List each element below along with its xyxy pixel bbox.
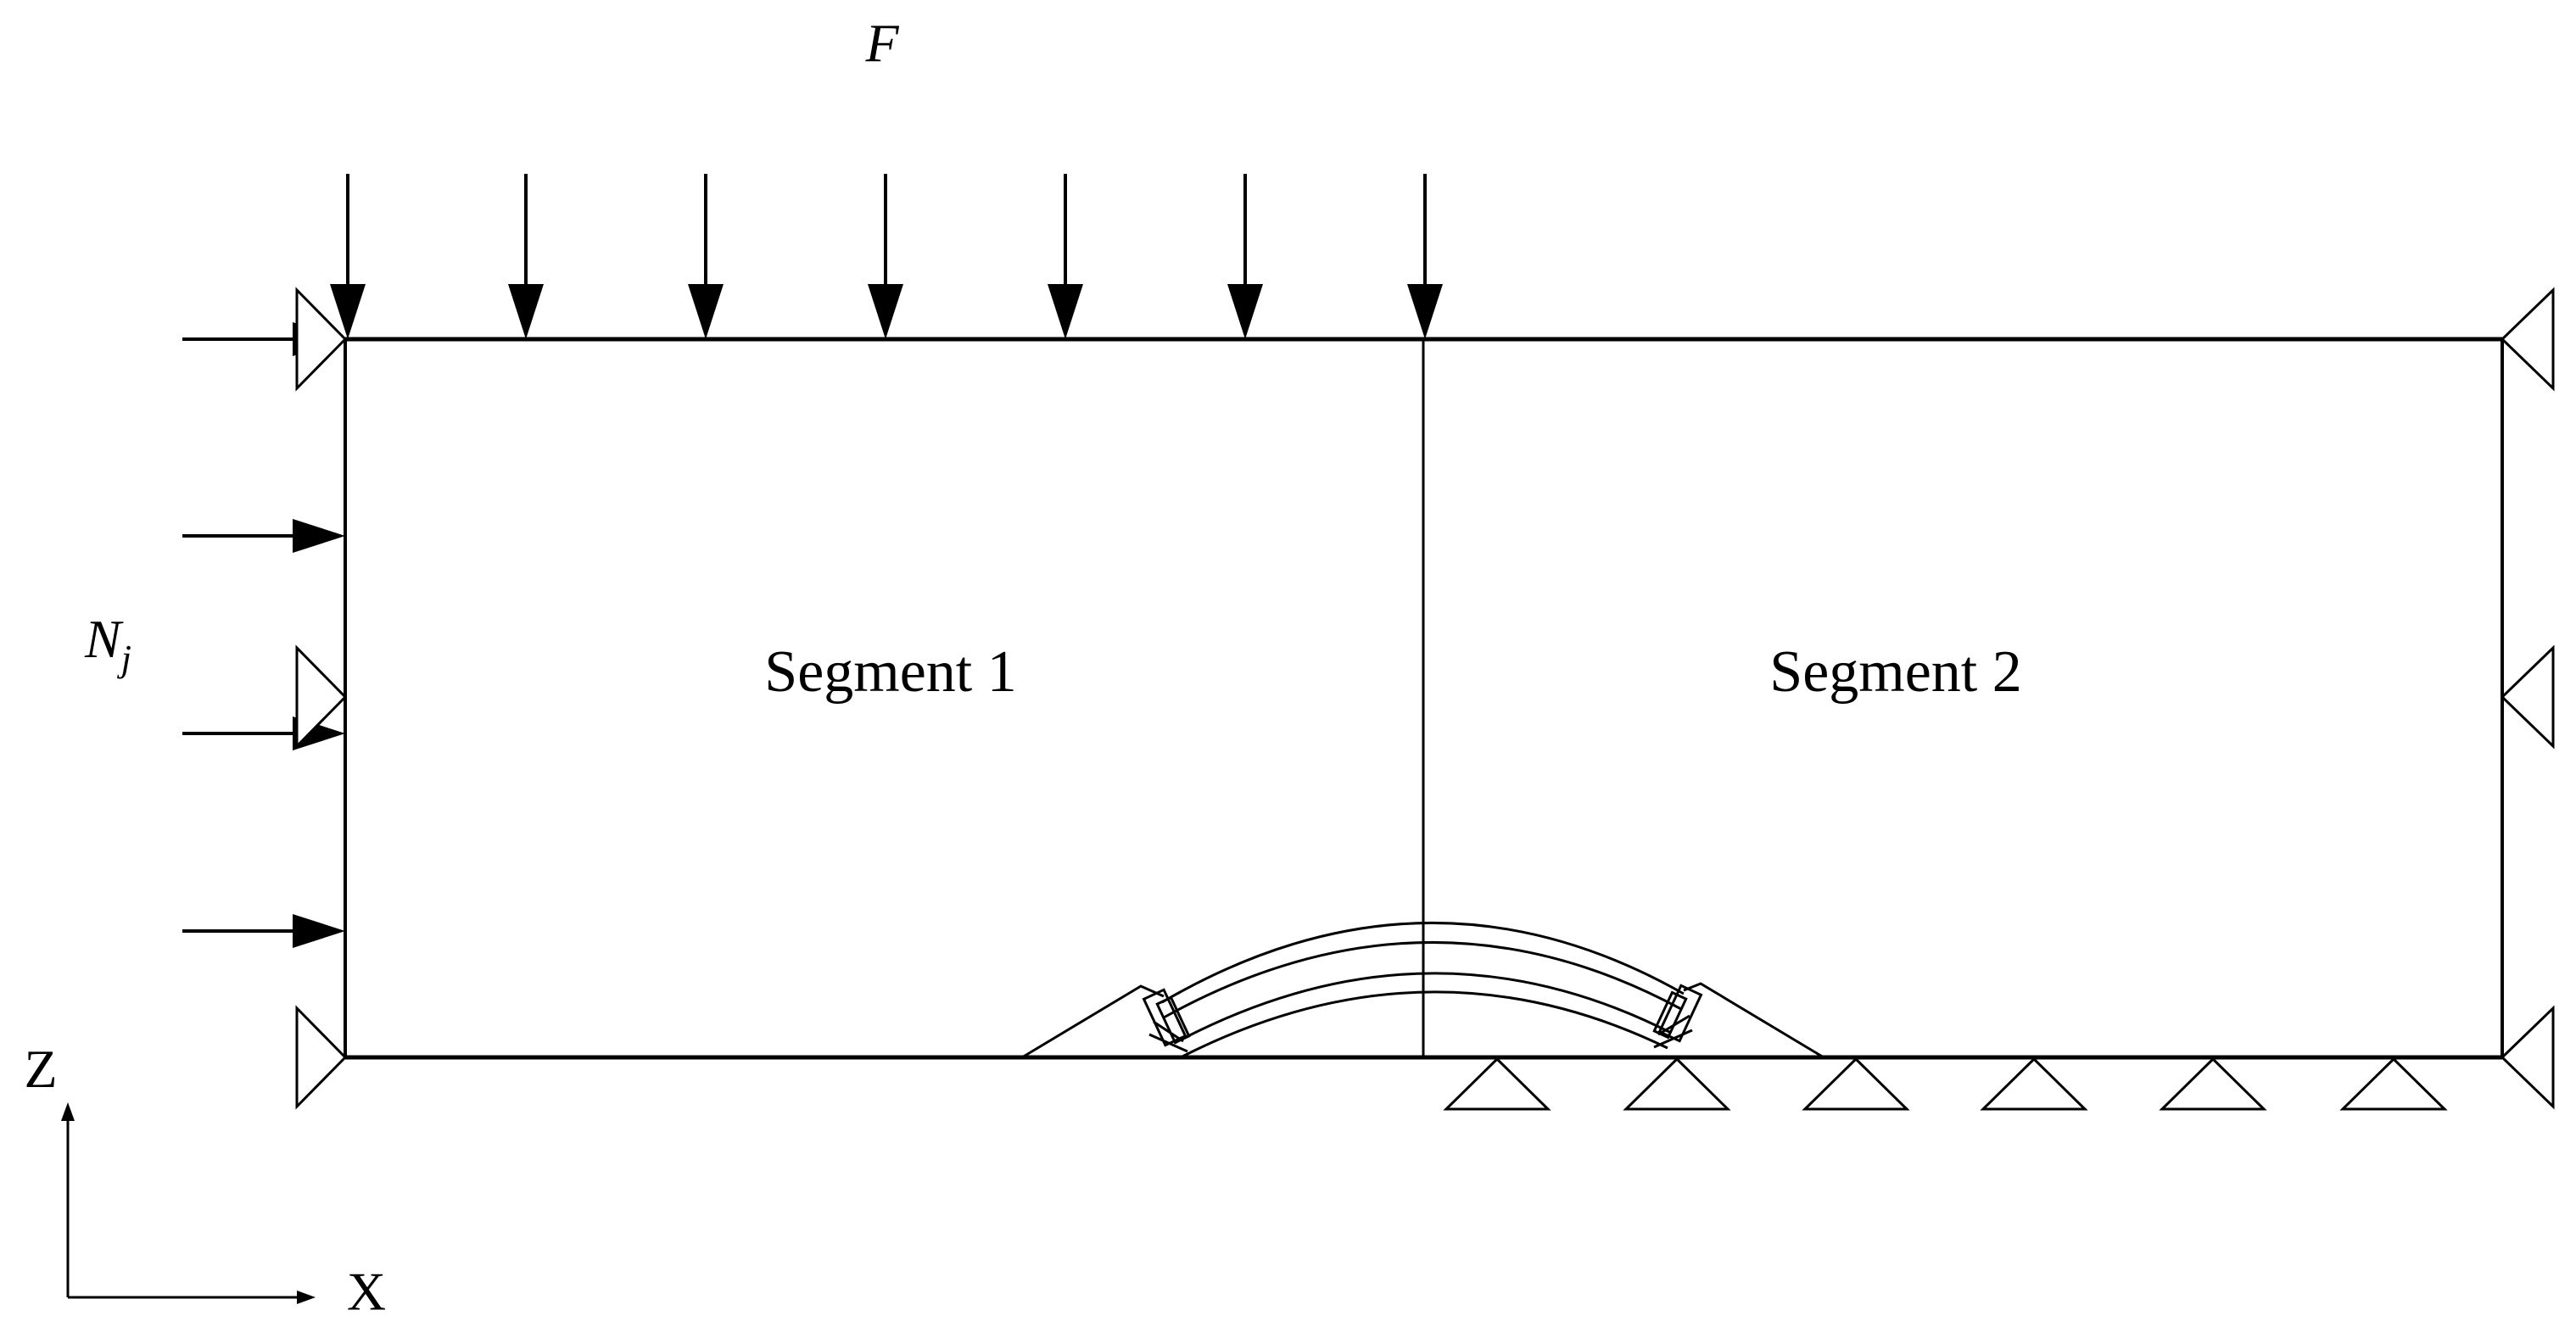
arch-outer bbox=[1161, 921, 1685, 1004]
bottom-roller-support-1 bbox=[1443, 1057, 1551, 1111]
bottom-roller-support-4 bbox=[1980, 1057, 2088, 1111]
down-arrowhead-1 bbox=[330, 284, 366, 339]
tunnel-arch-structure bbox=[1021, 921, 1824, 1060]
model-domain bbox=[344, 337, 2504, 1060]
arch-inner bbox=[1174, 972, 1672, 1045]
left-embankment-slope bbox=[1021, 984, 1165, 1059]
normal-force-label: Nj bbox=[84, 609, 131, 679]
force-label: F bbox=[864, 13, 899, 73]
segment-2-label: Segment 2 bbox=[1769, 639, 2021, 705]
bottom-roller-support-5 bbox=[2159, 1057, 2267, 1111]
left-roller-support-1 bbox=[295, 287, 348, 392]
z-axis-arrowhead bbox=[61, 1102, 75, 1121]
right-embankment-slope bbox=[1683, 982, 1824, 1059]
x-axis-label: X bbox=[347, 1262, 386, 1322]
right-arrowhead-4 bbox=[293, 914, 345, 948]
z-axis-label: Z bbox=[24, 1039, 57, 1099]
down-arrowhead-3 bbox=[688, 284, 724, 339]
normal-force-label-base: N bbox=[84, 609, 124, 669]
left-roller-support-2 bbox=[295, 644, 348, 750]
right-roller-support-1 bbox=[2500, 287, 2555, 392]
arch-inner-inner-line bbox=[1178, 990, 1668, 1060]
down-arrowhead-4 bbox=[868, 284, 903, 339]
x-axis-arrowhead bbox=[297, 1291, 316, 1304]
bottom-roller-support-6 bbox=[2339, 1057, 2448, 1111]
right-boundary-supports bbox=[2500, 287, 2555, 1110]
left-roller-support-3 bbox=[295, 1005, 348, 1110]
right-joint-detail bbox=[1652, 984, 1703, 1049]
left-boundary-supports bbox=[295, 287, 348, 1110]
horizontal-load-arrows bbox=[182, 322, 345, 948]
coordinate-axes: Z X bbox=[24, 1039, 386, 1322]
segment-1-label: Segment 1 bbox=[764, 639, 1016, 705]
vertical-load-arrows bbox=[330, 174, 1443, 339]
right-roller-support-2 bbox=[2500, 644, 2555, 750]
bottom-roller-support-3 bbox=[1802, 1057, 1910, 1111]
bottom-roller-support-2 bbox=[1623, 1057, 1731, 1111]
down-arrowhead-5 bbox=[1048, 284, 1083, 339]
bottom-boundary-supports bbox=[1443, 1057, 2448, 1111]
down-arrowhead-6 bbox=[1227, 284, 1263, 339]
left-joint-detail bbox=[1142, 988, 1191, 1053]
right-roller-support-3 bbox=[2500, 1005, 2555, 1110]
down-arrowhead-7 bbox=[1407, 284, 1443, 339]
normal-force-label-subscript: j bbox=[117, 638, 131, 679]
arch-outer-inner-line bbox=[1163, 941, 1682, 1019]
right-arrowhead-2 bbox=[293, 519, 345, 553]
down-arrowhead-2 bbox=[508, 284, 544, 339]
